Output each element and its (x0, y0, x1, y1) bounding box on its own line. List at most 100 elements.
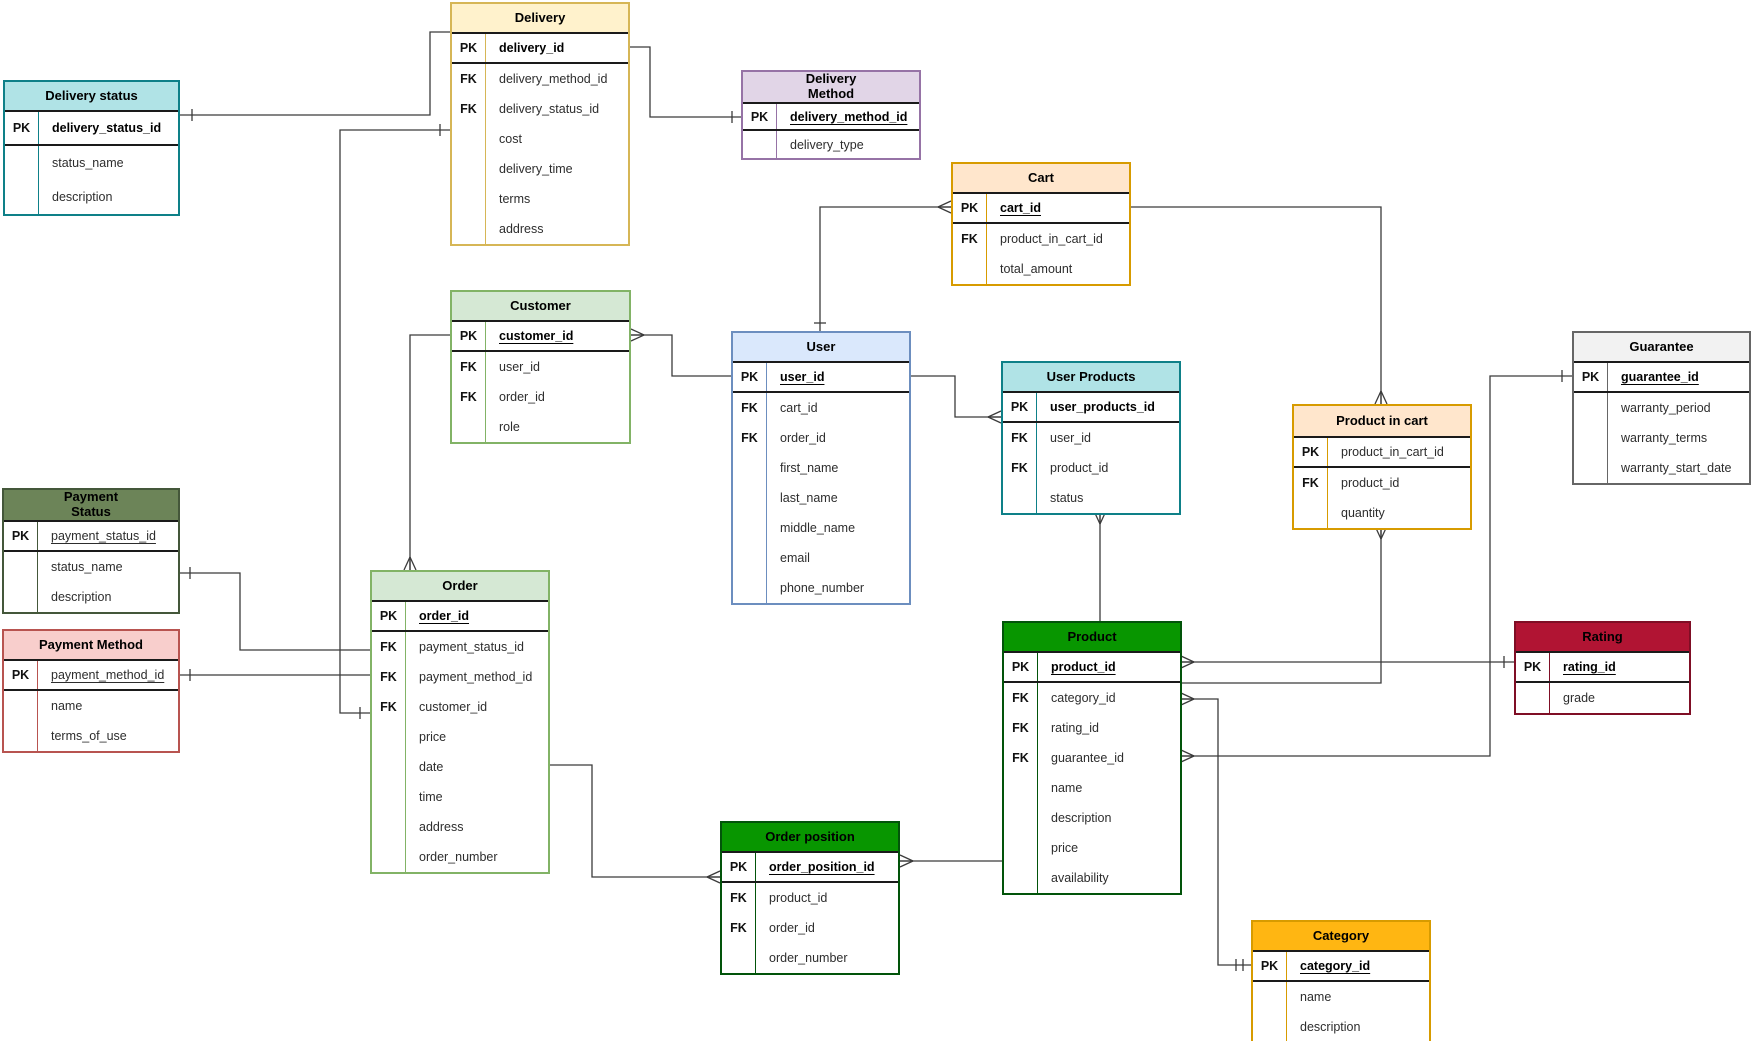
key-label (372, 812, 406, 842)
field-name: name (51, 699, 83, 713)
key-label (1574, 423, 1608, 453)
key-label: FK (372, 662, 406, 692)
relationship-delivery-order (339, 129, 450, 714)
field-row-status: status (1003, 483, 1179, 513)
field-name: price (1051, 841, 1079, 855)
key-label: PK (1294, 438, 1328, 466)
entity-title: Product (1004, 623, 1180, 653)
field-name: status (1050, 491, 1084, 505)
field-row-order_number: order_number (722, 943, 898, 973)
key-label (452, 154, 486, 184)
field-name: category_id (1051, 691, 1116, 705)
field-row-status_name: status_name (4, 552, 178, 582)
field-name: last_name (780, 491, 838, 505)
key-label: FK (452, 382, 486, 412)
key-label: FK (722, 883, 756, 913)
crow-foot (987, 410, 1002, 418)
key-label (953, 254, 987, 284)
key-label (1004, 773, 1038, 803)
key-label (1004, 833, 1038, 863)
field-name: user_id (499, 360, 540, 374)
field-name: address (499, 222, 544, 236)
field-name: order_number (769, 951, 848, 965)
crow-foot (630, 334, 645, 342)
key-label (1253, 982, 1287, 1012)
field-row-warranty_start_date: warranty_start_date (1574, 453, 1749, 483)
field-name: total_amount (1000, 262, 1073, 276)
crow-foot (409, 556, 417, 571)
key-label: FK (452, 94, 486, 124)
entity-title: Delivery Method (743, 71, 919, 104)
field-name: customer_id (499, 329, 574, 343)
entity-title: Payment Method (4, 631, 178, 661)
key-label: FK (733, 393, 767, 423)
crow-foot (1180, 661, 1195, 669)
entity-title: Order position (722, 823, 898, 853)
field-name: rating_id (1051, 721, 1099, 735)
field-row-description: description (4, 582, 178, 612)
field-name: cost (499, 132, 522, 146)
key-label: PK (743, 104, 777, 129)
key-label (743, 131, 777, 158)
crow-foot (937, 206, 952, 214)
field-name: product_in_cart_id (1000, 232, 1103, 246)
field-name: date (419, 760, 444, 774)
relationship-product-guarantee (1181, 375, 1572, 757)
field-name: order_position_id (769, 860, 875, 874)
field-row-warranty_terms: warranty_terms (1574, 423, 1749, 453)
field-row-address: address (372, 812, 548, 842)
key-label: FK (1004, 743, 1038, 773)
field-row-last_name: last_name (733, 483, 909, 513)
field-name: delivery_id (499, 41, 565, 55)
crow-foot (403, 556, 411, 571)
field-row-price: price (1004, 833, 1180, 863)
entity-title: Payment Status (4, 489, 178, 522)
key-label (452, 412, 486, 442)
key-label (372, 722, 406, 752)
key-label: PK (1004, 653, 1038, 681)
crow-foot (1180, 698, 1195, 706)
key-label (4, 691, 38, 721)
field-name: first_name (780, 461, 839, 475)
field-name: rating_id (1563, 660, 1616, 674)
field-name: grade (1563, 691, 1595, 705)
field-name: warranty_terms (1621, 431, 1708, 445)
key-label: FK (452, 352, 486, 382)
key-label (1574, 453, 1608, 483)
key-label (1253, 1012, 1287, 1041)
field-row-email: email (733, 543, 909, 573)
field-name: role (499, 420, 520, 434)
field-name: order_id (499, 390, 545, 404)
field-name: email (780, 551, 810, 565)
relationship-order-order_position (550, 764, 720, 878)
